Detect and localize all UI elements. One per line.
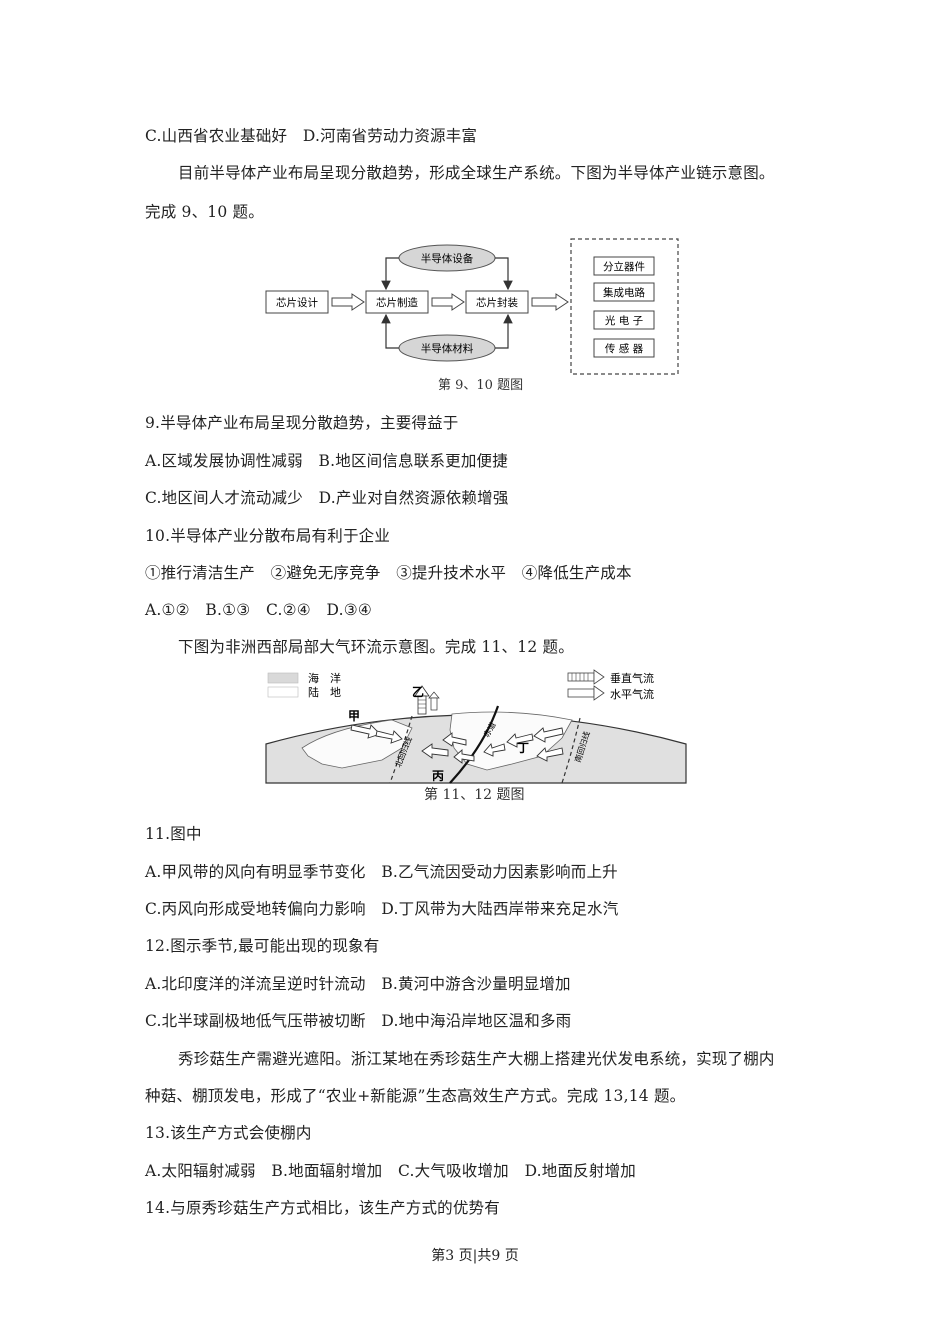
page-footer: 第3 页|共9 页 — [431, 1248, 519, 1264]
chip-manufacture-label: 芯片制造 — [376, 296, 418, 309]
equipment-to-manufacture-arrow — [381, 257, 399, 291]
intro-q9-10-cont: 完成 9、10 题。 — [145, 203, 264, 221]
intro-q13-14: 秀珍菇生产需避光遮阳。浙江某地在秀珍菇生产大棚上搭建光伏发电系统，实现了棚内 — [178, 1050, 775, 1068]
intro-q11-12: 下图为非洲西部局部大气环流示意图。完成 11、12 题。 — [178, 638, 574, 656]
legend-horizontal-arrow-icon — [567, 685, 605, 701]
equipment-label: 半导体设备 — [421, 252, 474, 265]
question-11-options-ab: A.甲风带的风向有明显季节变化 B.乙气流因受动力因素影响而上升 — [145, 863, 618, 881]
wind-arrow-ding — [483, 727, 564, 762]
materials-to-package-arrow — [495, 313, 513, 349]
figure-11-12-caption: 第 11、12 题图 — [424, 787, 525, 803]
legend-vertical-label: 垂直气流 — [610, 671, 654, 685]
question-10: 10.半导体产业分散布局有利于企业 — [145, 527, 391, 545]
output-box-1 — [593, 256, 655, 276]
question-10-statements: ①推行清洁生产 ②避免无序竞争 ③提升技术水平 ④降低生产成本 — [145, 564, 632, 582]
question-12-options-cd: C.北半球副极地低气压带被切断 D.地中海沿岸地区温和多雨 — [145, 1012, 572, 1030]
output-box-2 — [593, 282, 655, 302]
arrow-manufacture-to-package — [431, 293, 465, 311]
question-11-options-cd: C.丙风向形成受地转偏向力影响 D.丁风带为大陆西岸带来充足水汽 — [145, 900, 619, 918]
figure-9-10-caption: 第 9、10 题图 — [438, 378, 524, 393]
arrow-design-to-manufacture — [331, 293, 365, 311]
output-label-1: 分立器件 — [603, 260, 645, 273]
materials-label: 半导体材料 — [421, 342, 474, 355]
output-label-4: 传 感 器 — [605, 342, 644, 355]
question-12: 12.图示季节,最可能出现的现象有 — [145, 937, 380, 955]
chip-manufacture-box — [365, 290, 429, 314]
question-13-options: A.太阳辐射减弱 B.地面辐射增加 C.大气吸收增加 D.地面反射增加 — [145, 1162, 636, 1180]
output-box-4 — [593, 338, 655, 358]
equator-line — [449, 705, 500, 784]
question-9-options-cd: C.地区间人才流动减少 D.产业对自然资源依赖增强 — [145, 489, 509, 507]
label-bing: 丙 — [432, 769, 444, 783]
vertical-updraft-arrow-icon — [414, 685, 440, 715]
question-9: 9.半导体产业布局呈现分散趋势，主要得益于 — [145, 414, 459, 432]
outputs-container — [570, 238, 679, 375]
legend-ocean-swatch — [267, 672, 299, 684]
question-13: 13.该生产方式会使棚内 — [145, 1124, 312, 1142]
question-14: 14.与原秀珍菇生产方式相比，该生产方式的优势有 — [145, 1199, 500, 1217]
output-label-3: 光 电 子 — [605, 314, 643, 327]
label-yi: 乙 — [412, 685, 424, 699]
wind-arrow-bing — [421, 732, 475, 764]
atmospheric-circulation-diagram: 海 洋 陆 地 垂直气流 水平气流 — [265, 669, 687, 784]
semiconductor-chain-diagram: 芯片设计 芯片制造 芯片封装 半导体设备 半导体材料 分立器件 集成电路 光 电… — [265, 238, 679, 375]
legend-vertical-arrow-icon — [567, 669, 605, 685]
equipment-to-package-arrow — [495, 257, 513, 291]
output-label-2: 集成电路 — [603, 286, 645, 299]
chip-package-label: 芯片封装 — [476, 296, 518, 309]
legend-ocean-label: 海 洋 — [308, 671, 341, 685]
chip-package-box — [465, 290, 529, 314]
question-9-options-ab: A.区域发展协调性减弱 B.地区间信息联系更加便捷 — [145, 452, 508, 470]
output-box-3 — [593, 310, 655, 330]
materials-to-manufacture-arrow — [381, 313, 399, 349]
label-ding: 丁 — [517, 741, 529, 755]
legend-land-swatch — [267, 686, 299, 698]
land-mass-north — [301, 719, 413, 769]
label-jia: 甲 — [348, 709, 360, 723]
chip-design-box — [265, 290, 329, 314]
option-line-q8-cd: C.山西省农业基础好 D.河南省劳动力资源丰富 — [145, 127, 478, 145]
legend-horizontal-label: 水平气流 — [610, 687, 654, 701]
question-12-options-ab: A.北印度洋的洋流呈逆时针流动 B.黄河中游含沙量明显增加 — [145, 975, 571, 993]
legend-land-label: 陆 地 — [308, 685, 341, 699]
question-10-options: A.①② B.①③ C.②④ D.③④ — [145, 601, 372, 619]
arrow-package-to-outputs — [531, 293, 569, 311]
intro-q13-14-cont: 种菇、棚顶发电，形成了“农业+新能源”生态高效生产方式。完成 13,14 题。 — [145, 1087, 686, 1105]
question-11: 11.图中 — [145, 825, 202, 843]
intro-q9-10: 目前半导体产业布局呈现分散趋势，形成全球生产系统。下图为半导体产业链示意图。 — [178, 164, 775, 182]
chip-design-label: 芯片设计 — [276, 296, 318, 309]
wind-arrow-jia — [350, 724, 403, 744]
north-tropic-line — [389, 715, 413, 784]
